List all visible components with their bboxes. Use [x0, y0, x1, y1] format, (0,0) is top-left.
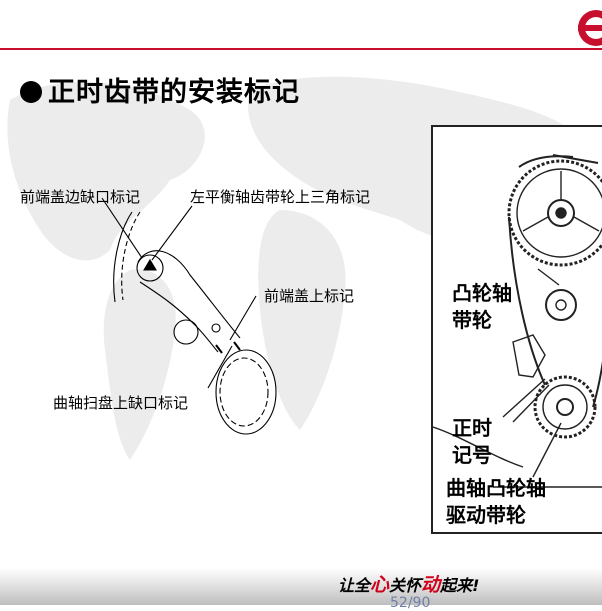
- label-camshaft-pulley: 凸轮轴 带轮: [452, 281, 512, 332]
- header-rule: [0, 48, 602, 50]
- bullet-icon: [20, 81, 42, 103]
- triangle-mark-icon: [143, 258, 157, 271]
- front-cover-edge-arc: [113, 211, 133, 303]
- slide-title: 正时齿带的安装标记: [20, 70, 300, 109]
- camshaft-sprocket: [507, 159, 602, 267]
- page-number: 52/90: [390, 595, 431, 611]
- crank-sprocket: [533, 375, 597, 439]
- timing-belt-line-diagram: [101, 197, 277, 435]
- footer-slogan: 让全心关怀动起来!: [338, 574, 480, 596]
- label-balance-shaft-triangle: 左平衡轴齿带轮上三角标记: [190, 188, 371, 206]
- engine-photo: [431, 125, 602, 534]
- idler-pulley: [173, 319, 199, 345]
- label-timing-mark: 正时 记号: [452, 416, 492, 467]
- footer-band: [0, 568, 602, 605]
- company-logo: [578, 10, 602, 46]
- belt-upper-edge: [137, 250, 241, 339]
- crank-disc: [215, 349, 277, 435]
- label-crank-disc-notch: 曲轴扫盘上缺口标记: [53, 394, 189, 412]
- label-front-cover-edge-notch: 前端盖边缺口标记: [20, 188, 141, 206]
- label-crank-drive-pulley: 曲轴凸轮轴 驱动带轮: [446, 476, 546, 527]
- slide-title-text: 正时齿带的安装标记: [48, 77, 300, 108]
- label-front-cover-top-mark: 前端盖上标记: [264, 287, 355, 305]
- engine-drawing: [433, 127, 602, 532]
- balance-shaft-pulley: [136, 254, 164, 282]
